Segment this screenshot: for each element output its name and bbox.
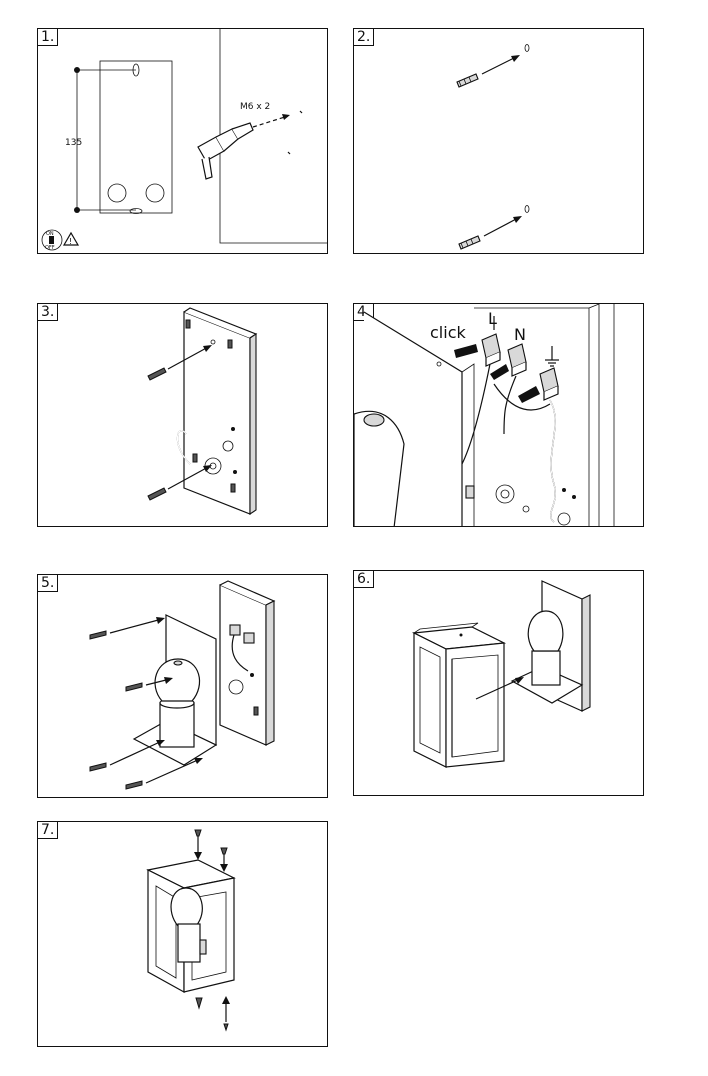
drilling-template-illustration: 135 M6 x 2 ON OFF ! bbox=[41, 29, 327, 251]
step-7-number: 7. bbox=[38, 822, 59, 839]
neutral-label: N bbox=[514, 325, 526, 344]
drill-hole-bottom bbox=[524, 205, 530, 213]
step-2-number: 2. bbox=[354, 29, 375, 46]
step-2-panel: 2. bbox=[353, 28, 644, 254]
distance-label: 135 bbox=[65, 138, 82, 148]
step-1-panel: 1. 135 M6 x 2 ON OFF bbox=[37, 28, 328, 254]
backplate bbox=[474, 307, 590, 526]
step-3-panel: 3. bbox=[37, 303, 328, 527]
step-5-number: 5. bbox=[38, 575, 59, 592]
lamp-shade bbox=[354, 410, 405, 526]
dimension-dot-bottom bbox=[74, 207, 80, 213]
attach-lamp-holder-illustration bbox=[89, 580, 276, 790]
cable-hole-right bbox=[145, 183, 165, 203]
light-bulb bbox=[527, 610, 564, 652]
fasten-lantern-illustration bbox=[146, 829, 236, 1032]
fit-lantern-frame-illustration bbox=[411, 580, 591, 768]
mounting-template bbox=[99, 60, 173, 214]
step-7-panel: 7. bbox=[37, 821, 328, 1047]
svg-text:!: ! bbox=[69, 237, 72, 246]
step-1-number: 1. bbox=[38, 29, 59, 46]
svg-text:ON: ON bbox=[46, 231, 54, 237]
svg-text:OFF: OFF bbox=[45, 245, 55, 251]
dimension-dot-top bbox=[74, 67, 80, 73]
wall-backplate bbox=[183, 307, 258, 516]
step-5-panel: 5. bbox=[37, 574, 328, 798]
step-4-panel: 4. bbox=[353, 303, 644, 527]
step-6-number: 6. bbox=[354, 571, 375, 588]
screw-bottom bbox=[147, 465, 212, 501]
lantern-frame bbox=[411, 622, 507, 768]
light-bulb bbox=[154, 658, 201, 702]
step-6-panel: 6. bbox=[353, 570, 644, 796]
lower-hole-mark bbox=[129, 208, 143, 214]
wall-plug-bottom bbox=[458, 205, 530, 250]
mount-backplate-illustration bbox=[147, 307, 258, 516]
wall-corner bbox=[219, 29, 327, 244]
screw-size-label: M6 x 2 bbox=[240, 102, 270, 112]
lamp-socket bbox=[531, 650, 561, 686]
cable-hole-left bbox=[107, 183, 127, 203]
screws bbox=[89, 617, 203, 790]
screw-top bbox=[147, 345, 212, 381]
terminal-neutral bbox=[490, 343, 527, 380]
wall-plugs-illustration bbox=[456, 44, 530, 250]
wiring-illustration: click L N bbox=[354, 304, 615, 526]
wall-plug-top bbox=[456, 44, 530, 88]
lamp-socket bbox=[177, 923, 201, 963]
screws bbox=[194, 829, 230, 1032]
live-label: L bbox=[488, 309, 497, 328]
terminal-earth bbox=[518, 346, 559, 403]
terminal-live bbox=[454, 316, 501, 367]
assembled-lantern bbox=[146, 859, 236, 994]
power-off-warning-icon: ON OFF ! bbox=[41, 229, 80, 251]
step-3-number: 3. bbox=[38, 304, 59, 321]
click-label: click bbox=[430, 323, 466, 342]
drill-icon bbox=[197, 114, 290, 180]
wall-backplate bbox=[219, 580, 276, 746]
light-bulb bbox=[170, 887, 203, 927]
drill-hole-top bbox=[524, 44, 530, 52]
lamp-socket bbox=[159, 702, 195, 748]
